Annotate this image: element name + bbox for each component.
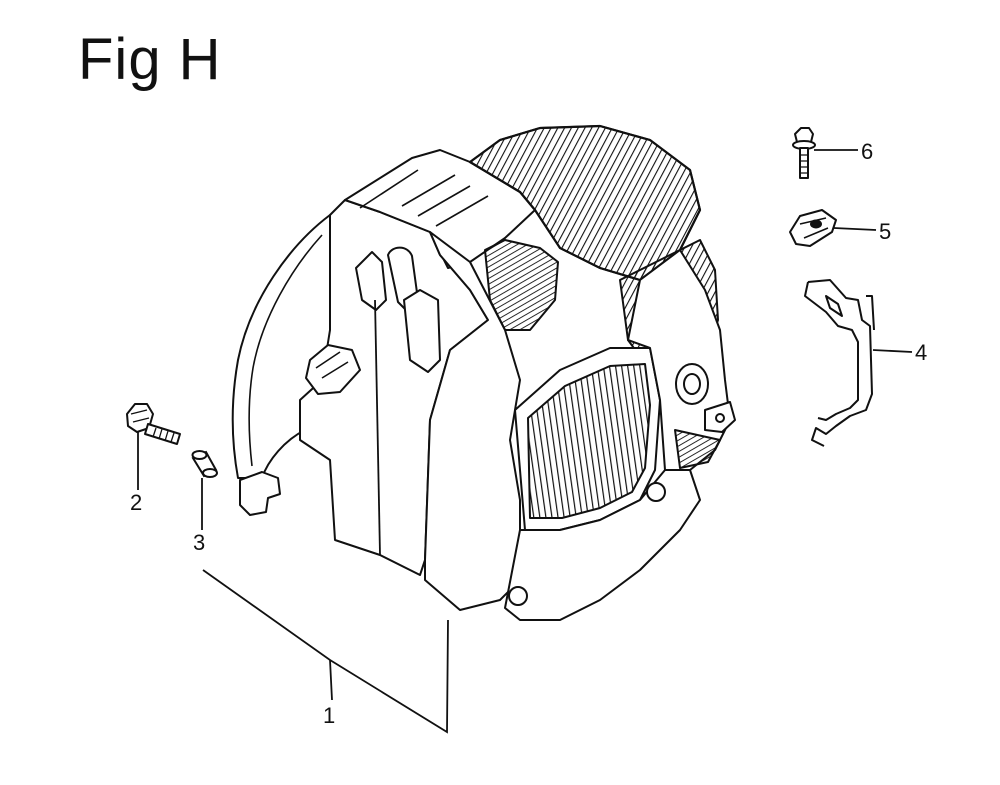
leader-1 (203, 570, 448, 732)
callout-3: 3 (193, 530, 206, 555)
figure-title: Fig H (78, 27, 222, 92)
callout-6: 6 (861, 139, 874, 164)
clip (790, 210, 836, 246)
leader-4 (873, 350, 912, 352)
leader-5 (834, 228, 876, 230)
mount-slot-left (356, 252, 386, 310)
engine-cover (233, 126, 735, 620)
lower-fins-right (675, 430, 720, 468)
screw (793, 128, 815, 178)
mount-bracket-left (306, 345, 360, 394)
callout-4: 4 (915, 340, 928, 365)
leader-lines (138, 150, 912, 732)
cover-top-block (345, 150, 535, 268)
callout-5: 5 (879, 219, 892, 244)
mount-hole-1 (509, 587, 527, 605)
cover-front-face (425, 232, 520, 610)
callout-1: 1 (323, 703, 336, 728)
mount-hole-2 (647, 483, 665, 501)
mount-slot-right (404, 290, 440, 372)
cover-rear-tab (240, 472, 280, 515)
rear-vertical-rib (375, 300, 380, 555)
callout-2: 2 (130, 490, 143, 515)
bracket (805, 280, 874, 446)
collar (193, 451, 218, 477)
front-grille-fins (528, 364, 650, 518)
cover-lower-mount (505, 470, 700, 620)
cover-left-shroud-inner (249, 235, 322, 466)
bolt (127, 404, 180, 444)
